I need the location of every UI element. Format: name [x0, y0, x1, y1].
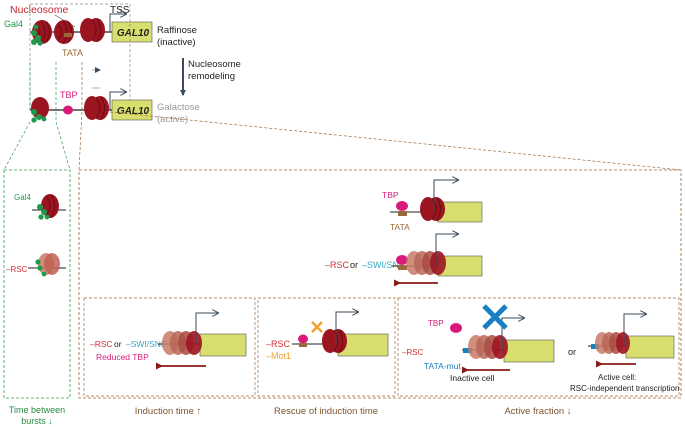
induction-time-panel [83, 297, 256, 397]
blocked-x-icon [482, 304, 508, 330]
gal4-bound-nucleosome [32, 194, 66, 220]
tss-arrow [109, 14, 126, 32]
galactose-label: Galactose [157, 102, 200, 113]
inactive-promoter-row: GAL10 [30, 14, 153, 46]
right-panel [78, 169, 682, 399]
inactive-label: (inactive) [157, 37, 196, 48]
rescue-promoter [292, 312, 389, 357]
inactive-cell-promoter [462, 304, 555, 374]
gal4-label-top: Gal4 [4, 19, 23, 29]
tata-box [64, 33, 72, 37]
induction-time-promoter [156, 313, 247, 370]
brown-fan-line [109, 111, 682, 171]
nucleosome-shape [54, 20, 74, 44]
gal4-binding-cluster [31, 109, 47, 123]
remodeler-depleted-promoter [392, 234, 483, 287]
green-fan-line [3, 121, 31, 171]
minus-swisnf-induction-label: –SWI/SNF [126, 339, 166, 349]
minus-mot1-label: –Mot1 [266, 351, 291, 361]
tbp-label-fraction: TBP [428, 319, 444, 328]
gal10-label-active: GAL10 [117, 106, 150, 117]
tata-mut-label: TATA-mut [424, 361, 461, 371]
caption-rescue: Rescue of induction time [274, 406, 378, 417]
tbp-shape [63, 105, 73, 115]
gal4-label-left: Gal4 [14, 193, 31, 202]
tbp-label-top: TBP [60, 90, 78, 100]
minus-rsc-left-label: –RSC [6, 265, 28, 274]
rsc-depleted-nucleosome [28, 253, 66, 277]
or-center-label: or [350, 260, 358, 270]
minus-rsc-rescue-label: –RSC [266, 339, 291, 349]
caption-time-between-1: Time between [9, 405, 65, 415]
nucleosome-label: Nucleosome [10, 4, 69, 16]
minus-swisnf-center-label: –SWI/SNF [362, 260, 405, 270]
time-between-bursts-panel [3, 169, 71, 399]
remodeling-label-2: remodeling [188, 71, 235, 82]
or-induction-label: or [114, 339, 122, 349]
tata-label-center: TATA [390, 222, 410, 232]
reduced-tbp-label: Reduced TBP [96, 352, 149, 362]
free-tbp-shape [450, 323, 462, 333]
active-label: (active) [157, 114, 188, 125]
tss-label: TSS [110, 5, 130, 16]
gal4-binding-cluster [31, 24, 43, 46]
inactive-cell-label: Inactive cell [450, 373, 495, 383]
nucleosome-shape [91, 96, 109, 121]
active-fraction-panel [397, 297, 680, 397]
tata-label-top: TATA [62, 48, 83, 58]
active-cell-label-2: RSC-independent transcription [570, 384, 679, 393]
or-fraction-label: or [568, 347, 576, 357]
rescue-panel [257, 297, 396, 397]
minus-rsc-center-label: –RSC [325, 260, 350, 270]
active-cell-promoter [588, 314, 675, 368]
tbp-label-center: TBP [382, 190, 399, 200]
green-fan-line [55, 121, 71, 171]
caption-induction: Induction time ↑ [135, 406, 202, 417]
tbp-bound-promoter [390, 180, 483, 223]
caption-time-between-2: bursts ↓ [21, 416, 53, 426]
active-cell-label-1: Active cell: [598, 373, 636, 382]
remodeling-label-1: Nucleosome [188, 59, 241, 70]
tss-arrow [109, 92, 126, 110]
caption-active-fraction: Active fraction ↓ [504, 406, 571, 417]
nucleosome-shape [87, 18, 105, 43]
minus-rsc-induction-label: –RSC [90, 339, 113, 349]
raffinose-label: Raffinose [157, 25, 197, 36]
minus-rsc-fraction-label: –RSC [402, 348, 424, 357]
brown-fan-line [78, 111, 83, 171]
active-promoter-row: GAL10 [30, 92, 153, 123]
gal10-label-inactive: GAL10 [117, 28, 150, 39]
